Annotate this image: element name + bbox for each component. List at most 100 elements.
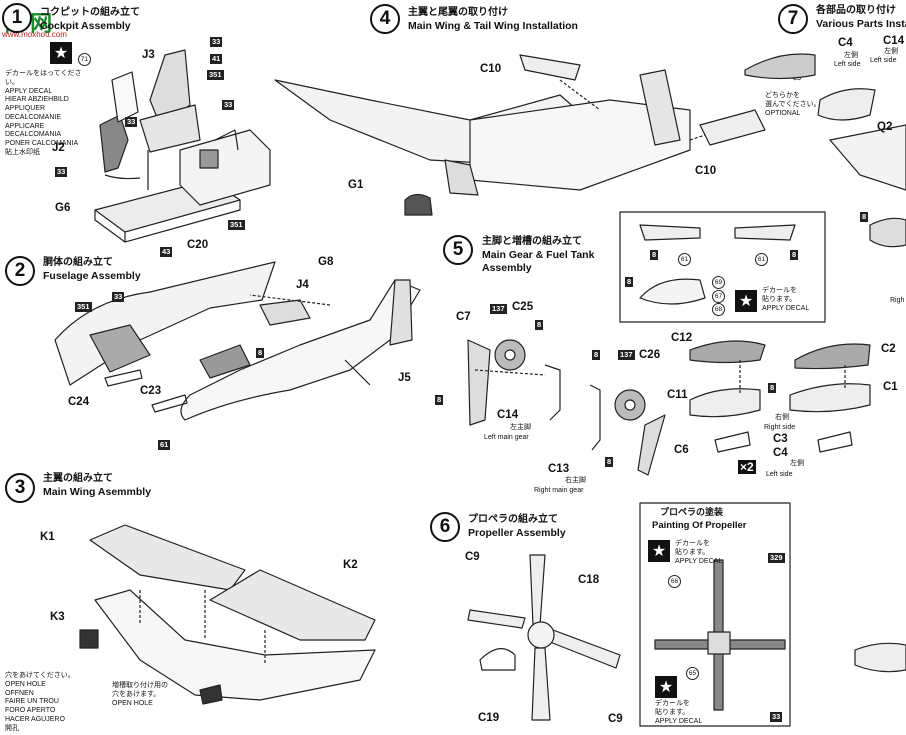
part-C6: C6 [674,444,689,456]
step-3-title-jp: 主翼の組み立て [43,473,113,484]
part-C25: C25 [512,301,534,313]
color-code: 8 [256,348,265,358]
part-C19: C19 [478,712,500,724]
step-6-number: 6 [430,512,460,542]
part-K1: K1 [40,531,55,543]
part-J4: J4 [296,279,309,291]
part-Q2: Q2 [877,121,893,133]
step-5-title-en-2: Assembly [482,262,532,274]
step-5-number: 5 [443,235,473,265]
step-7-title-en: Various Parts Insta [816,18,906,30]
optional-arrows-icon: ⇔ [790,69,804,85]
main-wing-drawing [79,524,376,705]
s7-left-side-label-2: 左側 [884,48,898,55]
step-7-title-jp: 各部品の取り付け [816,5,896,16]
part-C18: C18 [578,574,600,586]
left-main-gear-label: 左主脚 [510,424,531,431]
cockpit-drawing [94,49,271,243]
s7-left-side-label-en: Left side [834,61,861,68]
step-4-number: 4 [370,4,400,34]
part-J2: J2 [52,142,65,154]
color-code: 137 [490,304,507,314]
step-6-title-en: Propeller Assembly [468,527,566,539]
left-side-label: 左側 [790,460,804,467]
step5-decal-note: デカールを貼ります。APPLY DECAL [762,287,810,312]
color-code: 33 [55,167,68,177]
right-main-gear-label-en: Right main gear [534,487,584,494]
decal-number: 69 [712,276,725,289]
step-4-title-jp: 主翼と尾翼の取り付け [408,7,508,18]
part-C4: C4 [773,447,788,459]
fuselage-drawing [54,261,421,421]
step5-decal-star-icon: ★ [735,290,757,312]
painting-decal-star-icon-top: ★ [648,540,670,562]
color-code: 351 [207,70,224,80]
part-C20: C20 [187,239,209,251]
color-code: 8 [435,395,444,405]
various-parts-drawing [744,53,906,673]
part-C10b: C10 [695,165,717,177]
optional-note: どちらかを選んでください。OPTIONAL [765,92,821,117]
color-code: 33 [125,117,138,127]
step-1-number: 1 [2,3,32,33]
decal-number: 68 [712,303,725,316]
s7-left-side-label: 左側 [844,52,858,59]
step-3-number: 3 [5,473,35,503]
decal-number: 61 [755,253,768,266]
step-2-title-jp: 胴体の組み立て [43,257,113,268]
color-code: 41 [210,54,223,64]
step-5-title-en: Main Gear & Fuel Tank [482,249,595,261]
part-G6: G6 [55,202,71,214]
part-C13: C13 [548,463,570,475]
color-code: 351 [75,302,92,312]
step-5-title-jp: 主脚と増槽の組み立て [482,236,582,247]
color-code: 33 [770,712,783,722]
step-1-title-jp: コクピットの組み立て [40,7,140,18]
part-C11: C11 [667,389,688,401]
painting-decal-star-icon-bottom: ★ [655,676,677,698]
part-C26: C26 [639,349,661,361]
decal-number: 67 [712,290,725,303]
part-C7: C7 [456,311,471,323]
left-side-label-en: Left side [766,471,793,478]
decal-number: 65 [686,667,699,680]
color-code: 43 [160,247,173,257]
part-C3: C3 [773,433,788,445]
color-code: 137 [618,350,635,360]
color-code: 8 [625,277,634,287]
step-7-number: 7 [778,4,808,34]
part-K2: K2 [343,559,358,571]
part-K3: K3 [50,611,65,623]
color-code: 8 [650,250,659,260]
left-main-gear-label-en: Left main gear [484,434,529,441]
part-C2: C2 [881,343,896,355]
aircraft-drawing [274,54,766,216]
painting-title-en: Painting Of Propeller [652,520,747,531]
color-code: 351 [228,220,245,230]
step-4-title-en: Main Wing & Tail Wing Installation [408,20,578,32]
multiplier-badge: ×2 [738,460,756,474]
part-J3: J3 [142,49,155,61]
step-6-title-jp: プロペラの組み立て [468,514,558,525]
part-C10a: C10 [480,63,502,75]
right-main-gear-label: 右主脚 [565,477,586,484]
part-C1: C1 [883,381,898,393]
color-code: 8 [790,250,799,260]
color-code: 33 [210,37,223,47]
color-code: 8 [860,212,869,222]
part-C4b: C4 [838,37,853,49]
painting-decal-note-bottom: デカールを貼ります。APPLY DECAL [655,700,703,725]
color-code: 33 [222,100,235,110]
part-G8: G8 [318,256,334,268]
part-J5: J5 [398,372,411,384]
step-3-title-en: Main Wing Asemmbly [43,486,152,498]
propeller-drawing [467,502,791,727]
part-G1: G1 [348,179,364,191]
watermark-url: www.moxhou.com [2,30,67,39]
decal-number: 66 [668,575,681,588]
right-side-label-en: Right side [764,424,796,431]
right-side-label: 右側 [775,414,789,421]
